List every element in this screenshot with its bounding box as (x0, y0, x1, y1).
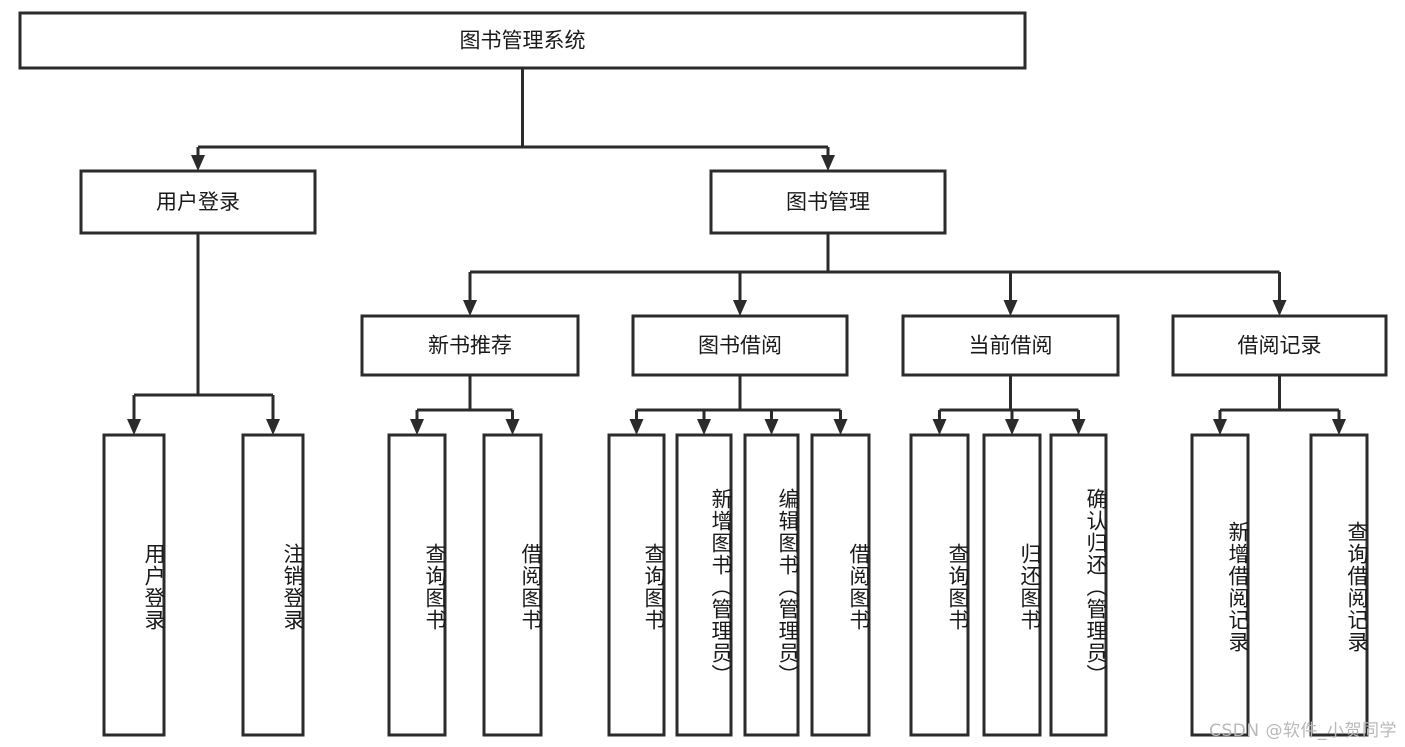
node-root-图书管理系统-rect[interactable] (18, 11, 1027, 70)
node-user-login-rect[interactable] (79, 169, 317, 235)
borrow-record-to-leaves-arrow-1 (1332, 419, 1346, 435)
node-user-login-label: 用户登录 (156, 190, 240, 214)
node-leaf-confirm-return-rect[interactable] (1049, 433, 1108, 737)
node-book-manage-label: 图书管理 (786, 190, 870, 214)
new-book-rec-to-leaves-arrow-1 (505, 419, 520, 435)
node-leaf-query-book-3-rect[interactable] (909, 433, 970, 737)
node-leaf-add-book-rect[interactable] (675, 433, 733, 737)
node-new-book-rec[interactable]: 新书推荐 (360, 314, 580, 377)
node-book-borrow-rect[interactable] (631, 314, 849, 377)
book-manage-to-level3-arrow-3 (1272, 300, 1287, 316)
node-book-manage-rect[interactable] (709, 169, 947, 235)
node-new-book-rec-label: 新书推荐 (428, 334, 512, 358)
connectors-group (127, 68, 1346, 435)
node-leaf-edit-book-rect[interactable] (743, 433, 800, 737)
node-leaf-borrow-book-2-rect[interactable] (810, 433, 871, 737)
node-book-borrow[interactable]: 图书借阅 (631, 314, 849, 377)
node-leaf-add-record-rect[interactable] (1190, 433, 1250, 737)
node-new-book-rec-rect[interactable] (360, 314, 580, 377)
user-login-to-leaves-arrow-0 (127, 419, 141, 435)
book-manage-to-level3-arrow-2 (1003, 300, 1018, 316)
node-leaf-query-book-1-rect[interactable] (387, 433, 447, 737)
node-borrow-record[interactable]: 借阅记录 (1171, 314, 1388, 377)
node-borrow-record-rect[interactable] (1171, 314, 1388, 377)
current-borrow-to-leaves-arrow-2 (1071, 419, 1086, 435)
book-borrow-to-leaves-arrow-0 (629, 419, 644, 435)
node-leaf-logout-rect[interactable] (241, 433, 305, 737)
root-to-level2-arrow-1 (821, 155, 835, 171)
user-login-to-leaves-arrow-1 (266, 419, 280, 435)
watermark-text: CSDN @软件_小贺同学 (1209, 721, 1397, 741)
current-borrow-to-leaves-arrow-1 (1005, 419, 1019, 435)
book-borrow-to-leaves-arrow-1 (697, 419, 711, 435)
node-root-图书管理系统[interactable]: 图书管理系统 (18, 11, 1027, 70)
node-root-图书管理系统-label: 图书管理系统 (460, 29, 586, 53)
borrow-record-to-leaves-arrow-0 (1213, 419, 1227, 435)
book-manage-to-level3-arrow-0 (463, 300, 477, 316)
new-book-rec-to-leaves-arrow-0 (410, 419, 424, 435)
node-user-login[interactable]: 用户登录 (79, 169, 317, 235)
node-current-borrow-label: 当前借阅 (969, 334, 1053, 358)
root-to-level2-arrow-0 (191, 155, 205, 171)
book-manage-to-level3-arrow-1 (733, 300, 747, 316)
node-leaf-borrow-book-1-rect[interactable] (482, 433, 543, 737)
book-borrow-to-leaves-arrow-2 (764, 419, 779, 435)
node-current-borrow[interactable]: 当前借阅 (901, 314, 1120, 377)
node-leaf-query-book-2-rect[interactable] (607, 433, 666, 737)
node-leaf-user-login-rect[interactable] (102, 433, 166, 737)
node-leaf-query-record-rect[interactable] (1309, 433, 1369, 737)
node-current-borrow-rect[interactable] (901, 314, 1120, 377)
node-book-manage[interactable]: 图书管理 (709, 169, 947, 235)
node-borrow-record-label: 借阅记录 (1238, 334, 1322, 358)
node-book-borrow-label: 图书借阅 (698, 334, 782, 358)
current-borrow-to-leaves-arrow-0 (932, 419, 947, 435)
book-borrow-to-leaves-arrow-3 (833, 419, 848, 435)
node-leaf-return-book-rect[interactable] (982, 433, 1042, 737)
